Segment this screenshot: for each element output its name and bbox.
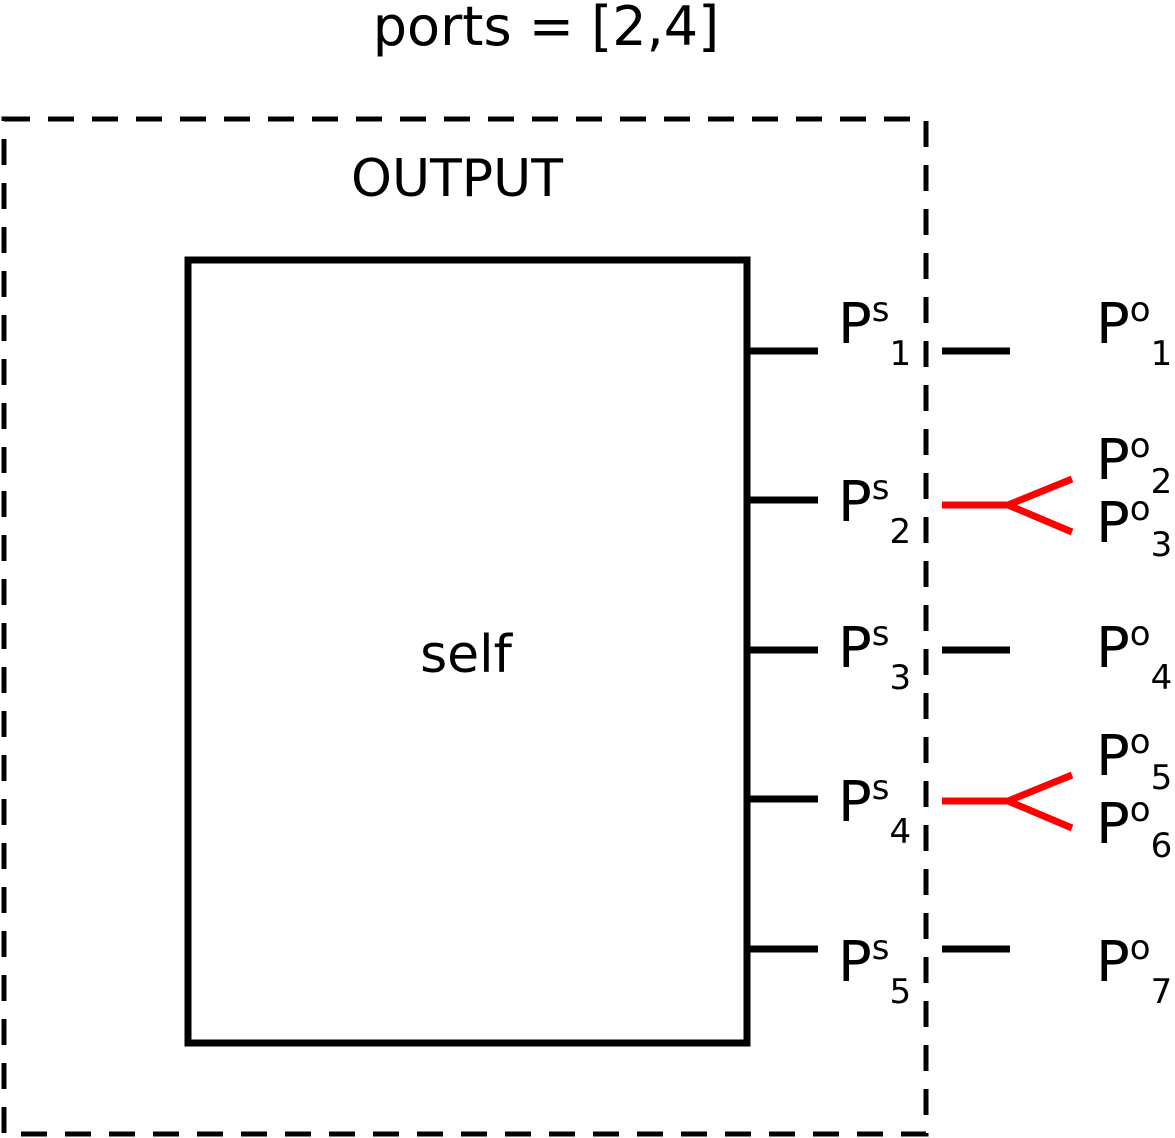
self-port-label: Ps4 bbox=[838, 768, 911, 852]
output-port-label: Po7 bbox=[1096, 928, 1172, 1012]
output-label: OUTPUT bbox=[351, 149, 563, 209]
output-port-label: Po2 bbox=[1096, 426, 1172, 502]
output-port-label: Po6 bbox=[1096, 790, 1172, 866]
output-connectors bbox=[942, 347, 1074, 953]
output-boundary bbox=[1, 116, 929, 1137]
split-connector bbox=[942, 771, 1074, 832]
self-port-label: Ps3 bbox=[838, 614, 911, 698]
diagram-title: ports = [2,4] bbox=[373, 0, 719, 58]
output-port-label: Po3 bbox=[1096, 489, 1172, 565]
self-block bbox=[184, 256, 751, 1047]
output-port-label: Po1 bbox=[1096, 290, 1172, 374]
output-port-label: Po4 bbox=[1096, 614, 1172, 698]
self-label: self bbox=[420, 625, 514, 685]
self-ports: Ps1 Ps2 Ps3 Ps4 Ps5 bbox=[747, 290, 911, 1012]
self-port-label: Ps2 bbox=[838, 468, 911, 552]
output-port-label: Po5 bbox=[1096, 722, 1172, 798]
self-port-label: Ps1 bbox=[838, 290, 911, 374]
output-ports: Po1 Po2 Po3 Po4 Po5 Po6 Po7 bbox=[1096, 290, 1172, 1012]
self-port-label: Ps5 bbox=[838, 928, 911, 1012]
split-connector bbox=[942, 475, 1074, 536]
